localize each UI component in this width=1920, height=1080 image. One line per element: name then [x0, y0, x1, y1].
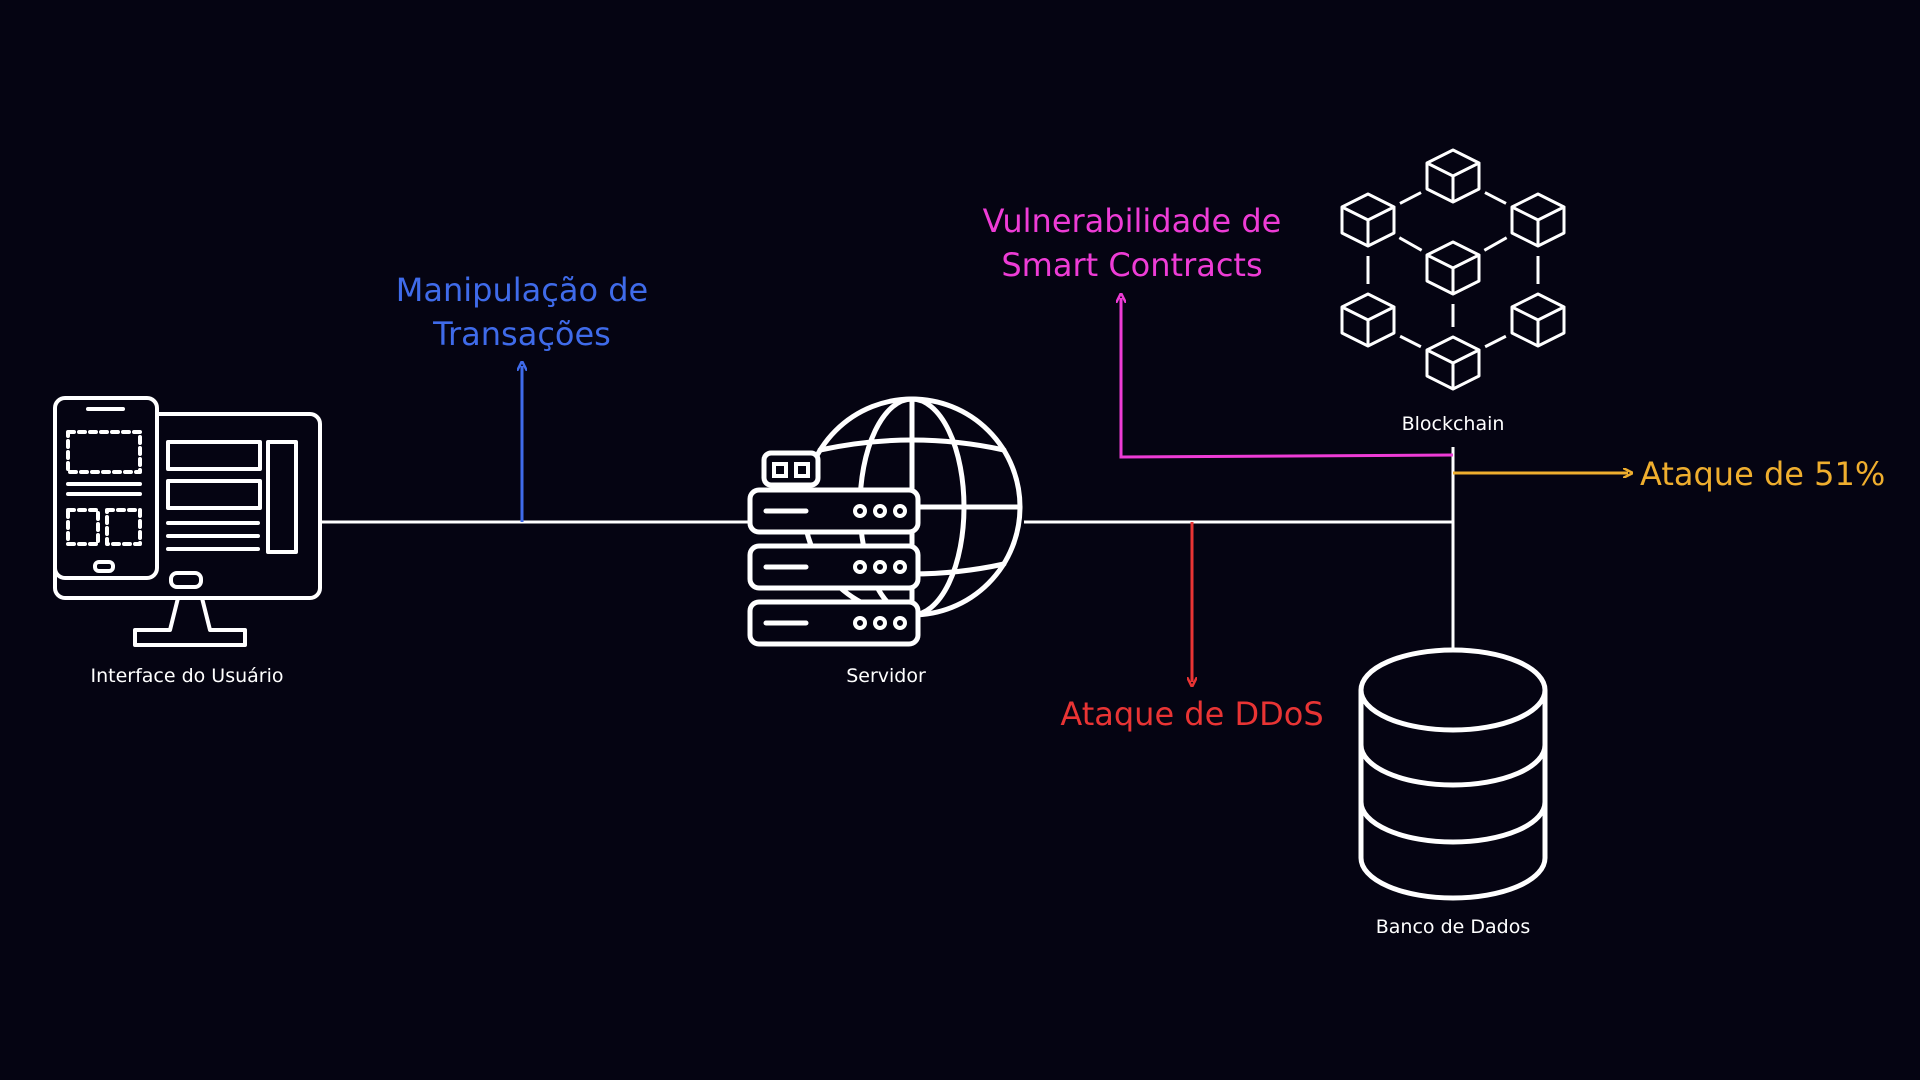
server-label: Servidor: [846, 665, 926, 687]
block-cube-top: [1510, 292, 1566, 322]
blockchain-label: Blockchain: [1401, 413, 1505, 435]
block-cube-top: [1340, 292, 1396, 322]
ddos-label: Ataque de DDoS: [1060, 695, 1324, 733]
block-cube-top: [1340, 192, 1396, 222]
chain-link: [1398, 236, 1423, 252]
user-interface-label: Interface do Usuário: [90, 665, 284, 687]
database-label: Banco de Dados: [1375, 916, 1531, 938]
arrow-smart-contract-vuln: [1121, 298, 1454, 459]
transaction-manipulation-label: Manipulação de Transações: [395, 271, 649, 353]
blockchain-icon: [1340, 148, 1566, 391]
chain-link: [1484, 191, 1507, 205]
block-cube-top: [1425, 335, 1481, 365]
block-cube-top: [1425, 148, 1481, 178]
chain-link: [1399, 191, 1422, 205]
chain-link: [1399, 334, 1422, 349]
smart-contract-vuln-label: Vulnerabilidade de Smart Contracts: [982, 202, 1282, 284]
block-cube-top: [1510, 192, 1566, 222]
chain-link: [1483, 236, 1508, 252]
desktop-icon: [53, 396, 322, 647]
chain-link: [1484, 334, 1507, 349]
database-icon: [1358, 647, 1548, 901]
attack-51-label: Ataque de 51%: [1640, 455, 1886, 493]
connection-lines: [320, 447, 1455, 650]
block-cube-top: [1425, 240, 1481, 270]
server-globe-icon: [747, 396, 1023, 647]
